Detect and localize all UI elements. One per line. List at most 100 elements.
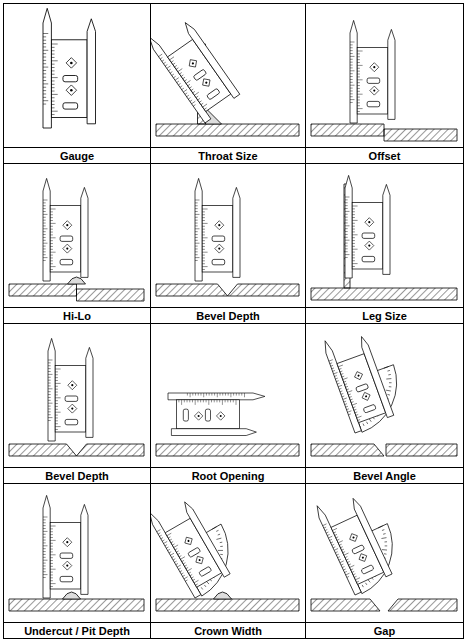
diamond-mark <box>68 381 77 390</box>
caption-band: Crown Width <box>151 622 305 638</box>
diamond-mark <box>353 370 364 381</box>
gauge-illustration <box>151 484 299 611</box>
diamond-mark <box>365 241 374 250</box>
gauge-pointer <box>171 429 256 436</box>
weld-bead <box>214 592 232 599</box>
base-plate <box>311 599 380 611</box>
diamond-mark <box>348 532 359 543</box>
gauge-illustration <box>156 393 299 456</box>
diamond-mark <box>370 63 379 72</box>
gauge-pointer <box>182 21 240 99</box>
diamond-mark <box>194 554 206 566</box>
diamond-mark <box>66 58 77 69</box>
diamond-mark <box>216 412 225 421</box>
weld-gauge <box>43 495 88 598</box>
gauge-illustration <box>9 178 144 301</box>
base-plate <box>77 444 145 456</box>
gauge-pointer <box>86 347 93 437</box>
gauge-illustration <box>311 324 457 456</box>
gauge-slide <box>48 338 55 441</box>
caption-band: Undercut / Pit Depth <box>4 622 150 638</box>
caption-band: Bevel Angle <box>306 467 463 483</box>
caption-text: Bevel Angle <box>353 470 416 482</box>
caption-text: Hi-Lo <box>63 310 91 322</box>
base-plate <box>311 288 457 300</box>
caption-text: Gap <box>374 625 395 637</box>
gauge-illustration <box>9 495 144 611</box>
gauge-pointer <box>81 504 88 594</box>
gauge-body <box>177 400 240 429</box>
base-plate <box>311 444 384 456</box>
diamond-mark <box>361 391 372 402</box>
caption-text: Offset <box>369 150 401 162</box>
gauge-illustration <box>151 13 299 136</box>
weld-bead <box>68 277 86 284</box>
diamond-mark <box>365 218 374 227</box>
diamond-mark <box>187 57 200 70</box>
diamond-mark <box>200 76 213 89</box>
gauge-slide <box>350 20 357 123</box>
figure-cell: Offset <box>305 3 464 164</box>
gauge-pointer <box>233 187 240 277</box>
weld-gauge <box>322 324 412 435</box>
gauge-slide <box>168 393 265 400</box>
caption-band: Bevel Depth <box>4 467 150 483</box>
figure-cell: Gap <box>305 483 464 639</box>
gauge-pointer <box>182 500 230 577</box>
gauge-illustration <box>311 20 457 141</box>
gauge-body <box>50 522 81 589</box>
weld-gauge <box>43 8 96 128</box>
gauge-slide <box>43 495 50 598</box>
diamond-mark <box>63 244 72 253</box>
diamond-mark <box>63 561 72 570</box>
weld-gauge <box>350 20 395 123</box>
weld-gauge <box>151 13 242 123</box>
caption-text: Undercut / Pit Depth <box>24 625 130 637</box>
weld-bead <box>63 592 81 599</box>
figure-cell: Crown Width <box>150 483 306 639</box>
caption-text: Root Opening <box>192 470 265 482</box>
figure-cell: Bevel Depth <box>150 163 306 324</box>
diamond-mark <box>63 538 72 547</box>
figure-cell: Root Opening <box>150 323 306 484</box>
caption-band: Bevel Depth <box>151 307 305 323</box>
figure-cell: Leg Size <box>305 163 464 324</box>
caption-band: Hi-Lo <box>4 307 150 323</box>
caption-text: Leg Size <box>362 310 407 322</box>
figure-cell: Hi-Lo <box>3 163 151 324</box>
base-plate <box>388 599 457 611</box>
gauge-pointer <box>81 187 88 277</box>
figure-cell: Bevel Angle <box>305 323 464 484</box>
gauge-body <box>352 202 383 269</box>
diamond-mark <box>63 221 72 230</box>
base-plate <box>156 284 228 296</box>
gauge-slide <box>195 178 202 281</box>
base-plate <box>311 124 384 136</box>
caption-band: Root Opening <box>151 467 305 483</box>
gauge-pointer <box>358 335 393 417</box>
base-plate <box>156 124 299 136</box>
diamond-mark <box>194 412 203 421</box>
gauge-body <box>51 40 87 118</box>
gauge-slide <box>345 175 352 278</box>
base-plate <box>77 289 145 301</box>
base-plate <box>386 444 457 456</box>
gauge-body <box>357 47 388 114</box>
diamond-mark <box>68 404 77 413</box>
base-plate <box>228 284 300 296</box>
weld-gauge <box>43 178 88 281</box>
caption-text: Throat Size <box>198 150 257 162</box>
base-plate <box>9 284 77 296</box>
gauge-pointer <box>383 184 390 274</box>
caption-band: Leg Size <box>306 307 463 323</box>
caption-text: Crown Width <box>194 625 262 637</box>
gauge-body <box>202 205 233 272</box>
caption-band: Offset <box>306 147 463 163</box>
diamond-mark <box>183 535 195 547</box>
figure-cell: Throat Size <box>150 3 306 164</box>
diamond-mark <box>370 86 379 95</box>
base-plate <box>9 599 144 611</box>
base-plate <box>156 599 299 611</box>
figure-cell: Undercut / Pit Depth <box>3 483 151 639</box>
